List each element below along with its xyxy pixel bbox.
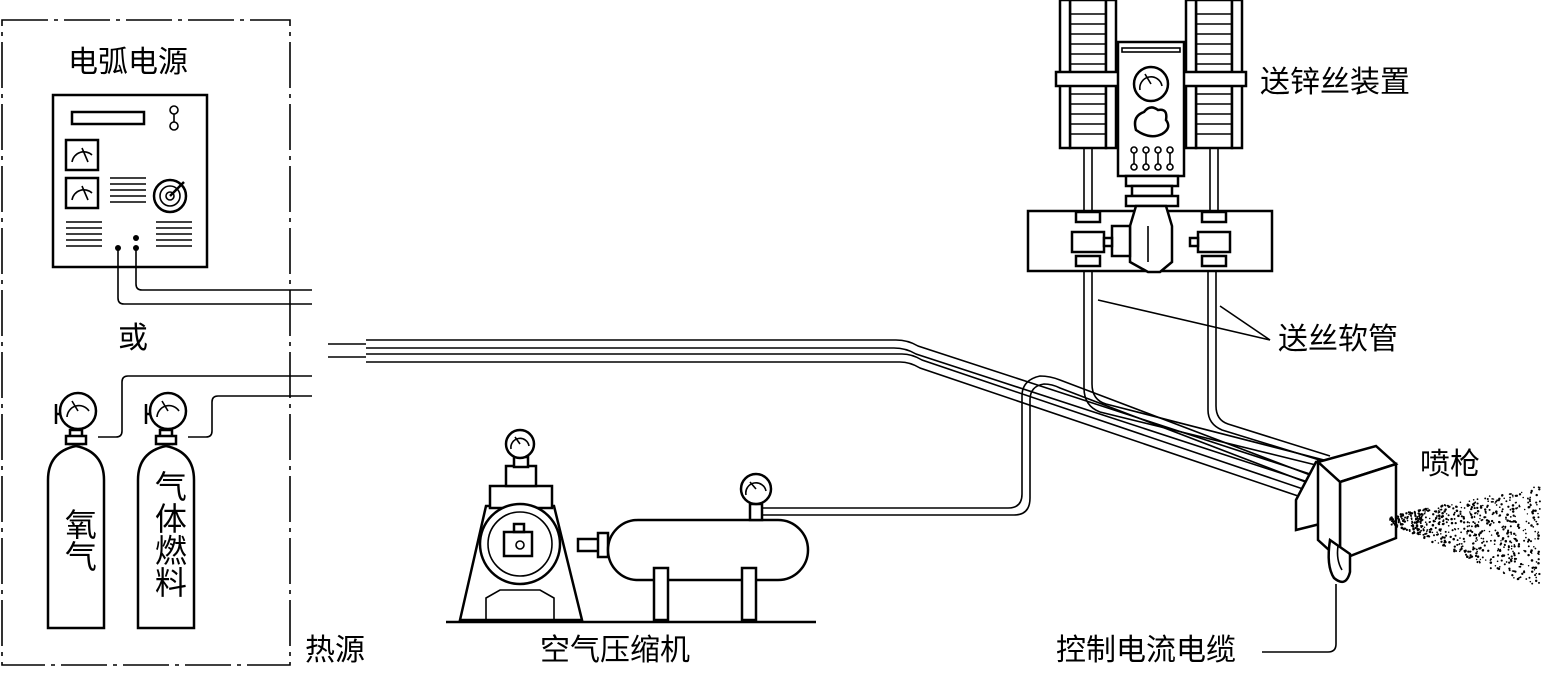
meter-icon	[64, 176, 100, 210]
label-air-compressor: 空气压缩机	[540, 633, 690, 668]
air-hose	[760, 375, 1319, 516]
label-spray-gun: 喷枪	[1420, 447, 1480, 482]
cable-bundle	[328, 339, 1311, 499]
spray-plume	[1389, 486, 1541, 585]
knob-icon	[152, 178, 188, 214]
heat-source-boundary	[1, 19, 291, 666]
air-compressor	[446, 428, 816, 624]
label-arc-power: 电弧电源	[68, 45, 188, 80]
label-wire-feed-hose: 送丝软管	[1278, 322, 1398, 357]
label-gas-fuel: 气体燃料	[149, 470, 188, 598]
label-oxygen: 氧气	[59, 508, 98, 572]
label-heat-source: 热源	[305, 633, 365, 668]
power-leads	[117, 250, 312, 305]
leader-lines	[1097, 299, 1337, 653]
label-control-cable: 控制电流电缆	[1056, 633, 1236, 668]
gas-lines	[98, 375, 312, 438]
spray-gun	[1294, 444, 1399, 584]
oxygen-cylinder	[46, 391, 106, 630]
arc-power-supply	[51, 93, 209, 269]
wire-feed-hoses	[1083, 272, 1331, 467]
label-zinc-wire-feeder: 送锌丝装置	[1260, 65, 1410, 100]
fuel-gas-cylinder	[136, 391, 196, 630]
zinc-wire-feeder	[1026, 0, 1274, 274]
meter-icon	[64, 138, 100, 172]
label-or: 或	[118, 321, 148, 356]
